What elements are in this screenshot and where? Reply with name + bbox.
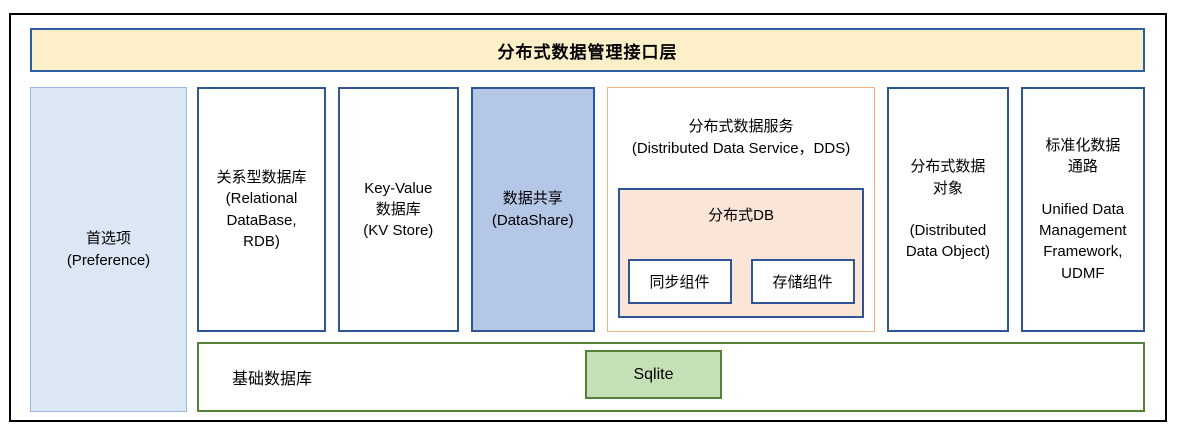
diagram-outer-frame: 分布式数据管理接口层 首选项 (Preference) 关系型数据库 (Rela…	[9, 13, 1167, 422]
interface-layer-title: 分布式数据管理接口层	[497, 42, 678, 62]
base-database-label: 基础数据库	[232, 371, 313, 388]
distributed-data-object-box: 分布式数据 对象 (Distributed Data Object)	[887, 87, 1009, 332]
rdb-box: 关系型数据库 (Relational DataBase, RDB)	[197, 87, 327, 332]
sync-component-box: 同步组件	[627, 259, 732, 304]
sync-component-label: 同步组件	[649, 274, 710, 291]
modules-row: 关系型数据库 (Relational DataBase, RDB) Key-Va…	[197, 87, 1145, 332]
datashare-box: 数据共享 (DataShare)	[470, 87, 595, 332]
base-database-row: 基础数据库 Sqlite	[197, 342, 1145, 412]
dds-title: 分布式数据服务 (Distributed Data Service，DDS)	[631, 118, 851, 157]
distributed-db-box: 分布式DB 同步组件 存储组件	[617, 188, 865, 318]
udmf-label: 标准化数据 通路 Unified Data Management Framewo…	[1039, 136, 1127, 282]
dds-box: 分布式数据服务 (Distributed Data Service，DDS) 分…	[606, 87, 876, 332]
udmf-box: 标准化数据 通路 Unified Data Management Framewo…	[1020, 87, 1145, 332]
preference-box: 首选项 (Preference)	[30, 87, 187, 412]
datashare-label: 数据共享 (DataShare)	[491, 190, 574, 229]
preference-label: 首选项 (Preference)	[66, 230, 151, 269]
kv-store-label: Key-Value 数据库 (KV Store)	[363, 179, 434, 240]
distributed-db-title: 分布式DB	[708, 207, 774, 224]
storage-component-box: 存储组件	[750, 259, 855, 304]
storage-component-label: 存储组件	[772, 274, 833, 291]
sqlite-box: Sqlite	[585, 350, 722, 399]
distributed-data-object-label: 分布式数据 对象 (Distributed Data Object)	[905, 158, 991, 261]
diagram-body: 首选项 (Preference) 关系型数据库 (Relational Data…	[30, 87, 1145, 412]
modules-area: 关系型数据库 (Relational DataBase, RDB) Key-Va…	[197, 87, 1145, 412]
sqlite-label: Sqlite	[633, 365, 674, 383]
distributed-db-components: 同步组件 存储组件	[620, 259, 862, 304]
interface-layer-banner: 分布式数据管理接口层	[30, 28, 1145, 72]
rdb-label: 关系型数据库 (Relational DataBase, RDB)	[216, 168, 307, 250]
kv-store-box: Key-Value 数据库 (KV Store)	[338, 87, 459, 332]
